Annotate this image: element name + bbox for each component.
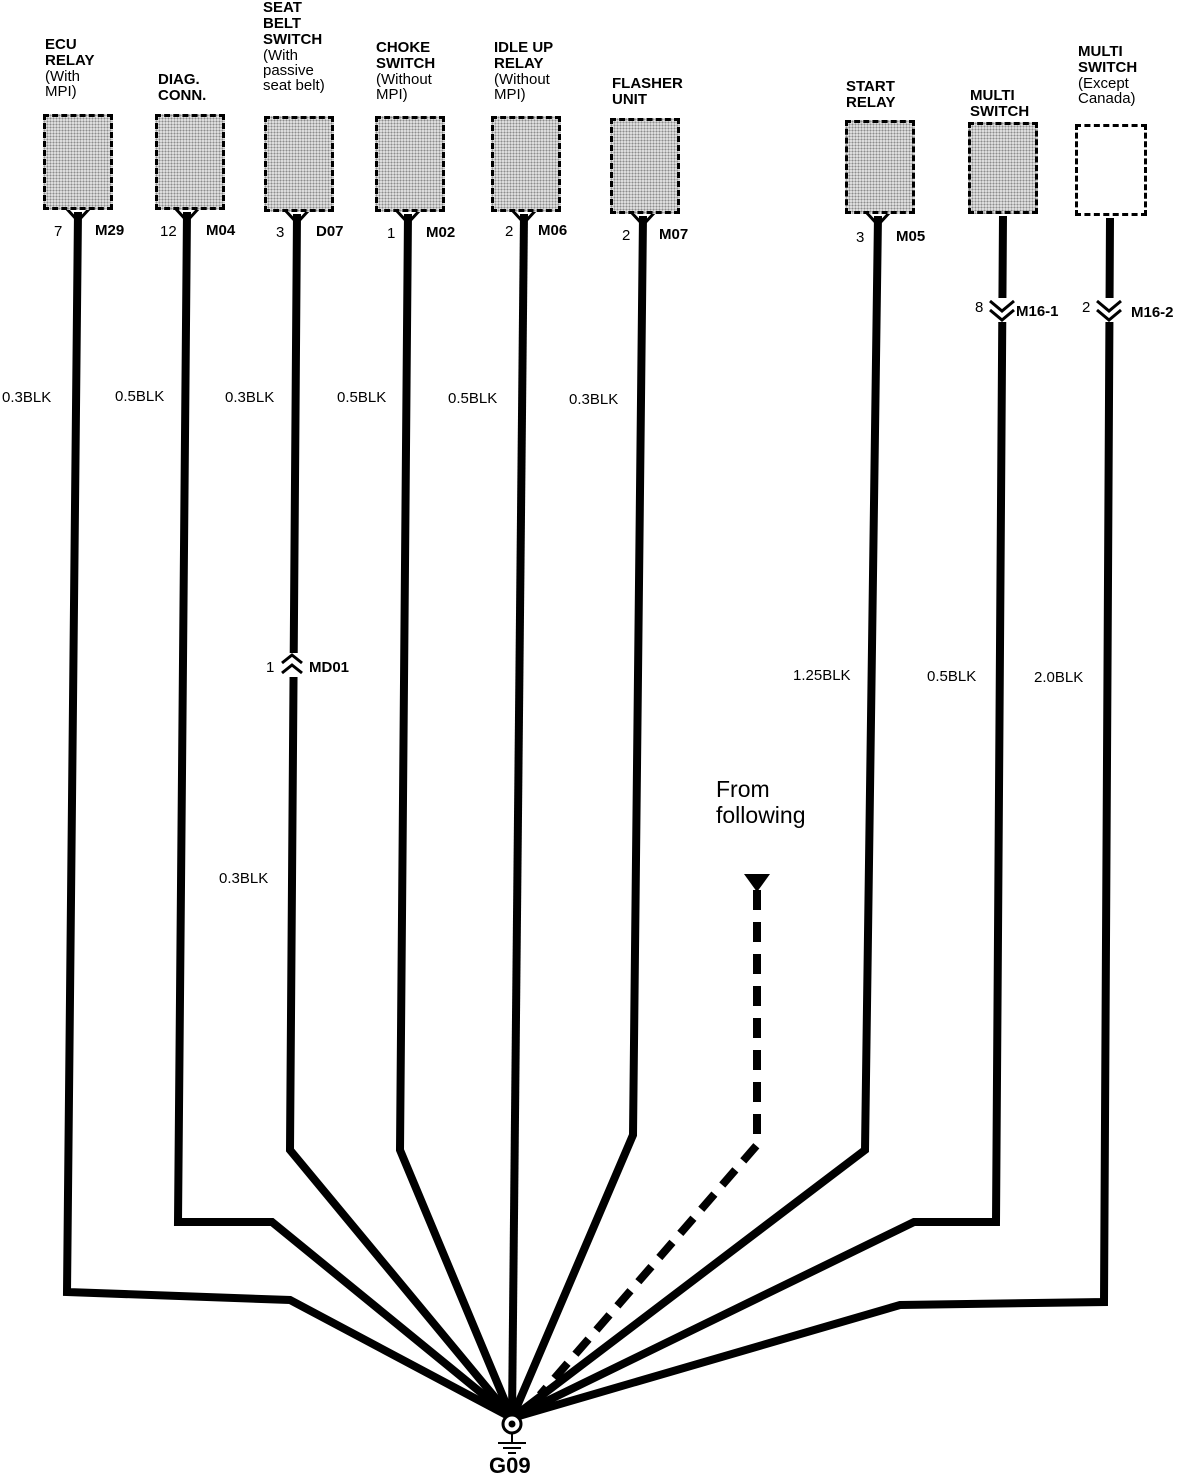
multi-switch-2-connector: M16-2 bbox=[1131, 304, 1174, 321]
ground-label: G09 bbox=[489, 1453, 531, 1478]
ecu-relay-pin: 7 bbox=[54, 223, 63, 240]
choke-switch-wire bbox=[395, 213, 516, 1420]
choke-switch-pin: 1 bbox=[387, 225, 396, 242]
idle-up-relay-component bbox=[491, 116, 561, 212]
ecu-relay-wire-label: 0.3BLK bbox=[2, 389, 52, 406]
flasher-unit-component bbox=[610, 118, 680, 214]
m16-2-chevron-upper bbox=[1096, 299, 1122, 313]
flasher-unit-wire-label: 0.3BLK bbox=[569, 391, 619, 408]
md01-chevron-upper bbox=[281, 653, 303, 665]
choke-switch-connector: M02 bbox=[426, 224, 456, 241]
multi-switch-2-wire bbox=[510, 217, 1114, 1422]
choke-switch-component bbox=[375, 116, 445, 212]
seat-belt-switch-title: SEAT BELT SWITCH (With passive seat belt… bbox=[263, 0, 325, 94]
choke-switch-terminal-symbol bbox=[394, 208, 422, 226]
diag-conn-pin: 12 bbox=[160, 223, 177, 240]
ecu-relay-connector: M29 bbox=[95, 222, 125, 239]
flasher-unit-connector: M07 bbox=[659, 226, 689, 243]
ecu-relay-component bbox=[43, 114, 113, 210]
idle-up-relay-title: IDLE UP RELAY (Without MPI) bbox=[494, 39, 554, 103]
md01-connector: MD01 bbox=[309, 659, 350, 676]
seat-belt-switch-wire-label: 0.3BLK bbox=[225, 389, 275, 406]
idle-up-relay-wire bbox=[508, 213, 528, 1419]
multi-switch-1-connector: M16-1 bbox=[1016, 303, 1059, 320]
md01-pin: 1 bbox=[266, 659, 275, 676]
md01-chevron-lower bbox=[281, 663, 303, 675]
m16-2-chevron-lower bbox=[1096, 308, 1122, 322]
idle-up-relay-connector: M06 bbox=[538, 222, 568, 239]
diag-conn-terminal-symbol bbox=[173, 206, 201, 224]
seat-belt-switch-pin: 3 bbox=[276, 224, 285, 241]
m16-1-chevron-lower bbox=[989, 308, 1015, 322]
ground-ring-center bbox=[508, 1420, 516, 1428]
start-relay-connector: M05 bbox=[896, 228, 926, 245]
multi-switch-1-component bbox=[968, 122, 1038, 214]
diag-conn-wire-label: 0.5BLK bbox=[115, 388, 165, 405]
from-following-arrow bbox=[744, 874, 770, 892]
multi-switch-1-wire-label: 0.5BLK bbox=[927, 668, 977, 685]
start-relay-component bbox=[845, 120, 915, 214]
multi-switch-1-wire bbox=[510, 215, 1007, 1422]
seat-belt-switch-terminal-symbol bbox=[283, 208, 311, 226]
start-relay-terminal-symbol bbox=[864, 210, 892, 228]
start-relay-title: START RELAY bbox=[846, 78, 896, 111]
diag-conn-component bbox=[155, 114, 225, 210]
ecu-relay-wire bbox=[62, 211, 514, 1422]
multi-switch-1-title: MULTI SWITCH bbox=[970, 87, 1030, 120]
choke-switch-title: CHOKE SWITCH (Without MPI) bbox=[376, 39, 436, 103]
idle-up-relay-terminal-symbol bbox=[510, 208, 538, 226]
start-relay-wire-label: 1.25BLK bbox=[793, 667, 851, 684]
flasher-unit-wire bbox=[508, 215, 647, 1420]
multi-switch-2-component bbox=[1075, 124, 1147, 216]
diag-conn-title: DIAG. CONN. bbox=[158, 71, 207, 104]
ecu-relay-terminal-symbol bbox=[64, 206, 92, 224]
start-relay-wire bbox=[509, 215, 882, 1422]
diag-conn-wire bbox=[173, 211, 515, 1422]
multi-switch-1-pin: 8 bbox=[975, 299, 984, 316]
idle-up-relay-pin: 2 bbox=[505, 223, 514, 240]
seat-belt-switch-component bbox=[264, 116, 334, 212]
flasher-unit-title: FLASHER UNIT bbox=[612, 75, 683, 108]
flasher-unit-terminal-symbol bbox=[629, 210, 657, 228]
flasher-unit-pin: 2 bbox=[622, 227, 631, 244]
start-relay-pin: 3 bbox=[856, 229, 865, 246]
diag-conn-connector: M04 bbox=[206, 222, 236, 239]
multi-switch-2-pin: 2 bbox=[1082, 299, 1091, 316]
multi-switch-2-wire-label: 2.0BLK bbox=[1034, 669, 1084, 686]
choke-switch-wire-label: 0.5BLK bbox=[337, 389, 387, 406]
seat-belt-switch-connector: D07 bbox=[316, 223, 344, 240]
m16-1-chevron-upper bbox=[989, 299, 1015, 313]
multi-switch-2-title: MULTI SWITCH (Except Canada) bbox=[1078, 43, 1138, 107]
seat-belt-switch-wire bbox=[285, 213, 516, 1421]
ecu-relay-title: ECU RELAY (With MPI) bbox=[45, 36, 95, 100]
seat-belt-switch-lower-wire-label: 0.3BLK bbox=[219, 870, 269, 887]
idle-up-relay-wire-label: 0.5BLK bbox=[448, 390, 498, 407]
from-following-note: From following bbox=[716, 776, 806, 828]
